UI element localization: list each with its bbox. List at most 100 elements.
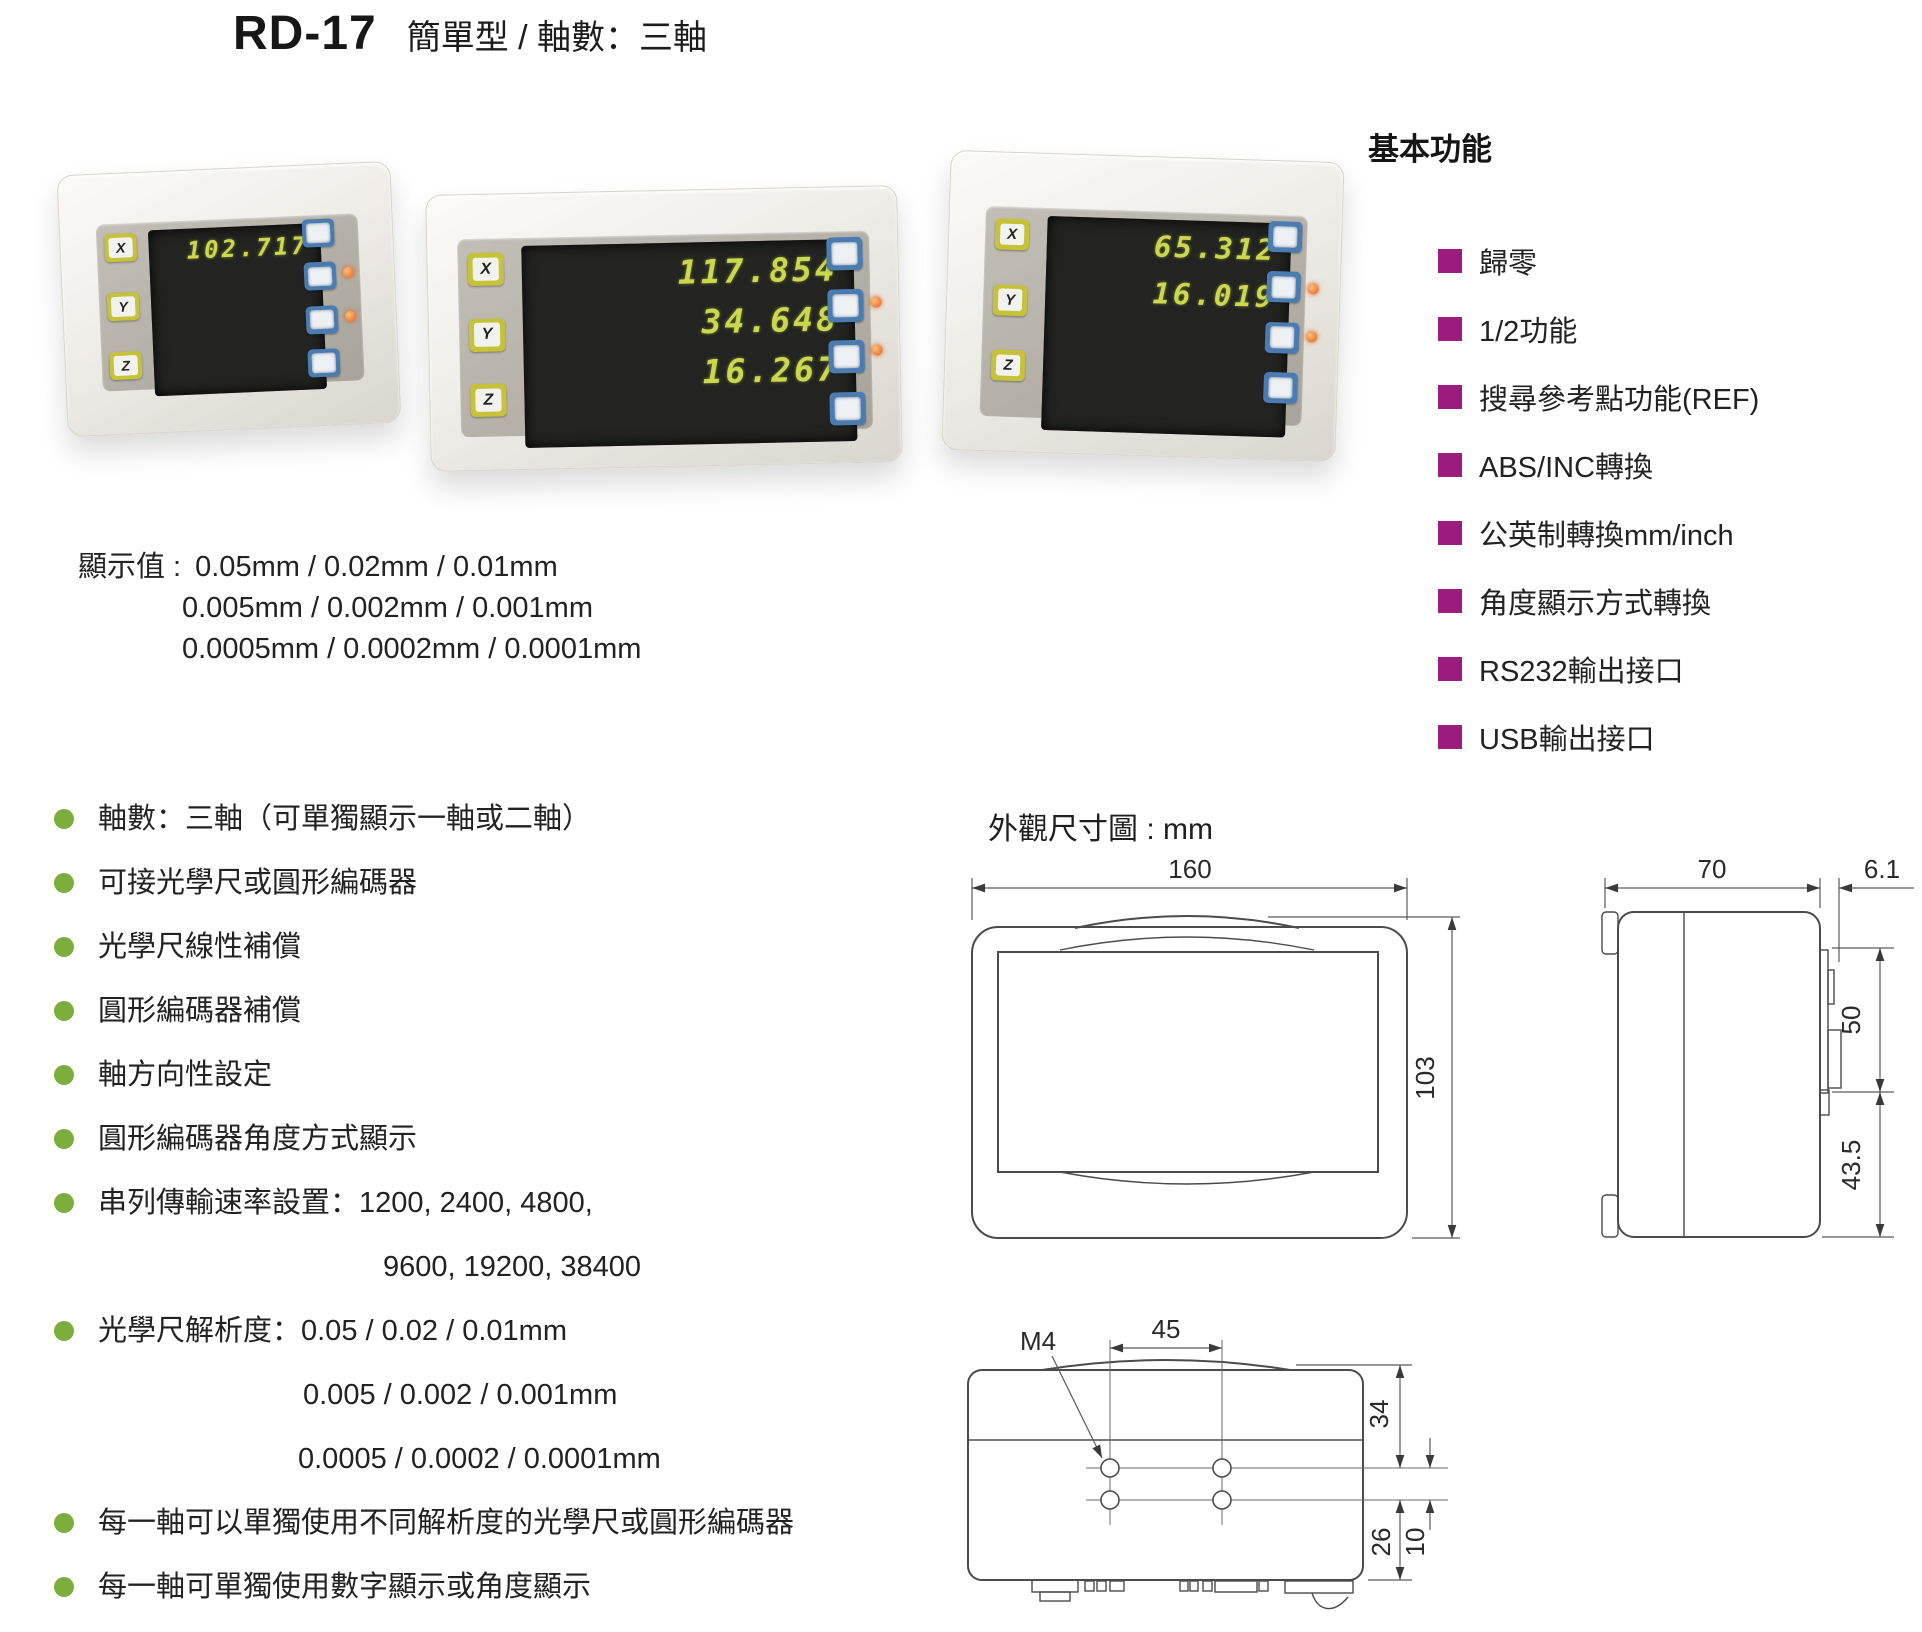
display-readout: 117.854 xyxy=(677,249,839,292)
axis-key-x: X xyxy=(994,218,1030,251)
axis-key-x: X xyxy=(104,232,138,263)
function-key-icon xyxy=(1263,371,1298,404)
square-bullet-icon xyxy=(1438,453,1462,477)
dim-front-width: 160 xyxy=(1168,854,1211,884)
function-item: 1/2功能 xyxy=(1368,295,1888,363)
dot-bullet-icon xyxy=(54,1129,74,1149)
status-led xyxy=(870,296,882,308)
dot-bullet-icon xyxy=(54,937,74,957)
function-key-icon xyxy=(827,288,864,323)
square-bullet-icon xyxy=(1438,249,1462,273)
display-value-line: 0.05mm / 0.02mm / 0.01mm xyxy=(195,551,558,583)
display-readout: 34.648 xyxy=(701,299,840,342)
dot-bullet-icon xyxy=(54,1001,74,1021)
function-item: 歸零 xyxy=(1368,227,1888,295)
dimension-diagram-heading: 外觀尺寸圖 : mm xyxy=(988,813,1213,846)
function-item: USB輸出接口 xyxy=(1368,703,1888,771)
dim-side-lip: 6.1 xyxy=(1864,854,1900,884)
function-key-column xyxy=(826,236,867,426)
axis-key-label: Y xyxy=(473,322,501,347)
display-value-label: 顯示值 : xyxy=(78,551,182,583)
status-led xyxy=(1305,331,1318,343)
feature-item: 軸方向性設定 xyxy=(42,1056,1002,1094)
axis-key-x: X xyxy=(467,252,505,287)
axis-key-z: Z xyxy=(109,350,143,381)
side-view-drawing: 70 6.1 50 43.5 xyxy=(1601,854,1914,1238)
axis-key-z: Z xyxy=(470,383,507,418)
feature-item: 圓形編碼器補償 xyxy=(42,992,1002,1030)
square-bullet-icon xyxy=(1438,385,1462,409)
dim-bottom-spacing: 45 xyxy=(1152,1314,1181,1344)
display-value-line: 0.005mm / 0.002mm / 0.001mm xyxy=(182,592,593,624)
axis-key-column: X Y Z xyxy=(467,252,507,418)
dim-side-depth: 70 xyxy=(1698,854,1727,884)
axis-key-y: Y xyxy=(992,283,1028,316)
axis-key-label: X xyxy=(472,257,499,282)
square-bullet-icon xyxy=(1438,657,1462,681)
dro-unit-photo-3: 65.312 16.019 X Y Z xyxy=(941,149,1345,463)
axis-key-label: Y xyxy=(111,296,136,317)
front-view-drawing: 160 103 xyxy=(971,854,1460,1239)
function-item: ABS/INC轉換 xyxy=(1368,431,1888,499)
feature-item: 光學尺線性補償 xyxy=(42,928,1002,966)
basic-functions-heading: 基本功能 xyxy=(1368,132,1492,167)
status-led xyxy=(1307,283,1319,295)
dot-bullet-icon xyxy=(54,1577,74,1597)
square-bullet-icon xyxy=(1438,521,1462,545)
connector-row xyxy=(1031,1579,1354,1610)
function-item: 公英制轉換mm/inch xyxy=(1368,499,1888,567)
function-key-icon xyxy=(305,304,339,335)
function-key-icon xyxy=(829,391,867,426)
axis-key-label: X xyxy=(999,223,1025,246)
display-readout: 16.267 xyxy=(702,349,841,392)
model-number: RD-17 xyxy=(233,7,377,60)
axis-key-label: X xyxy=(108,237,133,258)
function-key-icon xyxy=(303,261,337,292)
display-readout: 102.717 xyxy=(186,231,310,265)
function-item: 搜尋參考點功能(REF) xyxy=(1368,363,1888,431)
feature-item: 可接光學尺或圓形編碼器 xyxy=(42,864,1002,902)
axis-key-y: Y xyxy=(106,291,140,322)
feature-item: 圓形編碼器角度方式顯示 xyxy=(42,1120,1002,1158)
feature-item: 每一軸可單獨使用數字顯示或角度顯示 xyxy=(42,1568,1002,1606)
basic-functions-section: 基本功能 歸零 1/2功能 搜尋參考點功能(REF) ABS/INC轉換 公英制… xyxy=(1368,124,1888,771)
basic-functions-list: 歸零 1/2功能 搜尋參考點功能(REF) ABS/INC轉換 公英制轉換mm/… xyxy=(1368,227,1888,771)
display-screen: 102.717 xyxy=(147,222,328,397)
axis-key-column: X Y Z xyxy=(990,218,1030,382)
function-key-icon xyxy=(1264,321,1300,354)
function-item: 角度顯示方式轉換 xyxy=(1368,567,1888,635)
function-key-icon xyxy=(301,218,335,248)
display-screen: 117.854 34.648 16.267 xyxy=(521,239,858,448)
display-readout: 65.312 xyxy=(1153,229,1278,268)
bottom-view-drawing: M4 45 34 10 26 xyxy=(967,1314,1448,1610)
dim-front-height: 103 xyxy=(1410,1056,1440,1099)
axis-key-column: X Y Z xyxy=(104,232,143,381)
axis-key-label: Z xyxy=(475,388,502,413)
status-led xyxy=(871,344,883,356)
function-key-icon xyxy=(1267,220,1303,253)
dot-bullet-icon xyxy=(54,873,74,893)
feature-item: 光學尺解析度：0.05 / 0.02 / 0.01mm 0.005 / 0.00… xyxy=(42,1312,1002,1478)
feature-item-continuation: 9600, 19200, 38400 xyxy=(383,1251,642,1283)
function-key-icon xyxy=(828,340,865,374)
dot-bullet-icon xyxy=(54,1513,74,1533)
features-section: 軸數：三軸（可單獨顯示一軸或二軸） 可接光學尺或圓形編碼器 光學尺線性補償 圓形… xyxy=(42,800,1002,1632)
display-readout: 16.019 xyxy=(1152,276,1276,315)
dim-bottom-top-offset: 34 xyxy=(1364,1400,1394,1429)
dro-unit-photo-1: 102.717 X Y Z xyxy=(56,160,402,438)
feature-item: 串列傳輸速率設置：1200, 2400, 4800, 9600, 19200, … xyxy=(42,1184,1002,1286)
function-item: RS232輸出接口 xyxy=(1368,635,1888,703)
display-value-line: 0.0005mm / 0.0002mm / 0.0001mm xyxy=(182,633,642,665)
model-description: 簡單型 / 軸數：三軸 xyxy=(406,19,708,57)
feature-item: 軸數：三軸（可單獨顯示一軸或二軸） xyxy=(42,800,1002,838)
page-title: RD-17 簡單型 / 軸數：三軸 xyxy=(233,6,707,61)
square-bullet-icon xyxy=(1438,317,1462,341)
function-key-icon xyxy=(1266,271,1302,304)
dot-bullet-icon xyxy=(54,1193,74,1213)
square-bullet-icon xyxy=(1438,589,1462,613)
dim-bottom-bottom-offset: 26 xyxy=(1366,1528,1396,1557)
square-bullet-icon xyxy=(1438,725,1462,749)
dot-bullet-icon xyxy=(54,1321,74,1341)
axis-key-z: Z xyxy=(990,349,1026,382)
axis-key-label: Z xyxy=(113,355,138,376)
